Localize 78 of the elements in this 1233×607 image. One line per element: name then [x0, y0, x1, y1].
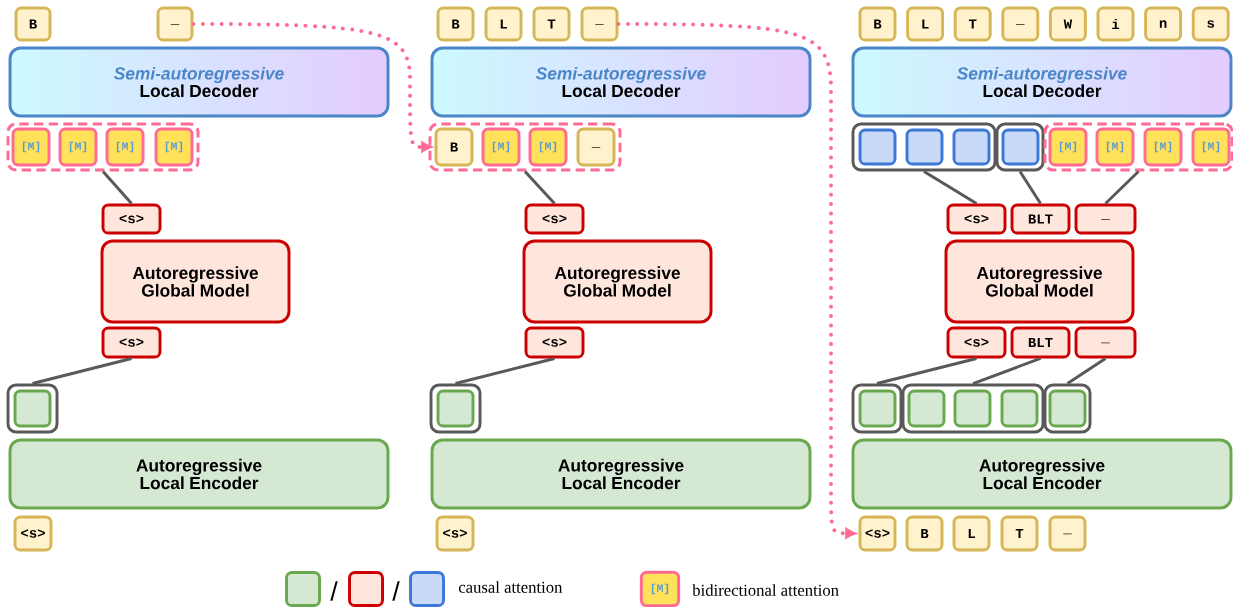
token-box: s: [1191, 6, 1230, 42]
token-group: [428, 122, 622, 172]
token-box: L: [952, 515, 991, 552]
embedding-square: [907, 389, 946, 428]
token-box: _: [1074, 326, 1137, 359]
token-box: B: [858, 6, 897, 42]
encoder-box: Autoregressive Local Encoder: [8, 438, 390, 510]
mask-token: [M]: [1143, 127, 1183, 167]
token-box: T: [532, 6, 571, 42]
mask-token: [M]: [1191, 127, 1231, 167]
dotted-arrow: [191, 22, 432, 153]
embedding-square: [905, 128, 944, 166]
token-box: B: [905, 515, 944, 552]
connector-line: [523, 170, 556, 205]
connector-line: [1066, 357, 1107, 385]
connector-line: [923, 170, 978, 205]
token-box: BLT: [1010, 326, 1071, 359]
token-box: BLT: [1010, 203, 1071, 235]
token-box: B: [14, 6, 52, 42]
token-box: <s>: [524, 203, 585, 235]
mask-token: [M]: [105, 127, 145, 167]
connector-line: [876, 357, 977, 385]
token-box: T: [953, 6, 992, 42]
mask-token: [M]: [1048, 127, 1088, 167]
token-box: T: [1000, 515, 1039, 552]
token-box: L: [906, 6, 945, 42]
slash-separator: /: [330, 581, 338, 601]
global-model-box: Autoregressive Global Model: [944, 239, 1135, 324]
mask-token: [M]: [11, 127, 51, 167]
connector-line: [32, 357, 132, 385]
legend-text: causal attention: [458, 581, 563, 593]
connector-line: [101, 170, 133, 205]
embedding-square: [436, 389, 475, 428]
encoder-box: Autoregressive Local Encoder: [851, 438, 1233, 510]
token-box: <s>: [435, 515, 475, 552]
token-box: <s>: [858, 515, 897, 552]
mask-token: [M]: [58, 127, 98, 167]
mask-token: [M]: [154, 127, 194, 167]
connector-line: [1104, 170, 1140, 205]
decoder-box: Semi-autoregressive Local Decoder: [851, 46, 1233, 118]
token-box: n: [1144, 6, 1183, 42]
connector-line: [972, 357, 1041, 385]
token-box: <s>: [13, 515, 53, 552]
mask-token: [M]: [1095, 127, 1135, 167]
embedding-square: [1048, 389, 1087, 428]
token-box: B: [436, 6, 475, 42]
embedding-square: [858, 389, 897, 428]
embedding-square: [1000, 389, 1039, 428]
token-box: _: [1048, 515, 1087, 552]
token-group: [6, 122, 200, 172]
token-box: L: [484, 6, 523, 42]
embedding-square: [1001, 128, 1040, 166]
slash-separator: /: [392, 581, 400, 601]
token-box: <s>: [946, 203, 1007, 235]
token-group: [1043, 122, 1233, 172]
token-box: _: [1074, 203, 1137, 235]
connector-line: [455, 357, 555, 385]
embedding-square: [13, 389, 52, 428]
embedding-square: [858, 128, 897, 166]
decoder-box: Semi-autoregressive Local Decoder: [8, 46, 390, 118]
token-box: <s>: [101, 326, 162, 359]
token-box: i: [1096, 6, 1135, 42]
embedding-square: [953, 389, 992, 428]
token-box: W: [1048, 6, 1087, 42]
token-box: <s>: [101, 203, 162, 235]
token-box: _: [580, 6, 619, 42]
token-box: <s>: [946, 326, 1007, 359]
token-box: <s>: [524, 326, 585, 359]
token-box: _: [576, 127, 616, 167]
global-model-box: Autoregressive Global Model: [100, 239, 291, 324]
embedding-square: [952, 128, 991, 166]
token-box: _: [156, 6, 194, 42]
mask-token: [M]: [481, 127, 521, 167]
token-box: _: [1001, 6, 1040, 42]
legend-text: bidirectional attention: [692, 584, 839, 596]
mask-token: [M]: [528, 127, 568, 167]
token-box: B: [434, 127, 474, 167]
connector-line: [1018, 170, 1042, 205]
